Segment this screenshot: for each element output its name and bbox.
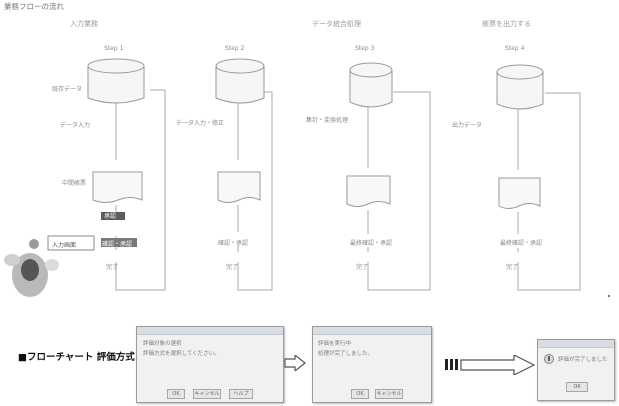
column-4-side-label: 出力データ bbox=[452, 120, 482, 129]
document-shape-4 bbox=[499, 178, 540, 209]
column-3-subheader: Step 3 bbox=[355, 45, 374, 52]
column-2-end-label: 完了 bbox=[226, 262, 238, 271]
database-icon-2 bbox=[216, 59, 264, 103]
dialog-line-2: 評価方式を選択してください。 bbox=[143, 349, 220, 357]
dialog-titlebar bbox=[137, 327, 283, 335]
database-icon-3 bbox=[350, 63, 392, 107]
dialog-line-1: 評価が完了しました bbox=[558, 355, 608, 363]
dialog-evaluation-select: 評価対象の選択 評価方式を選択してください。 OK キャンセル ヘルプ bbox=[136, 326, 284, 403]
column-4-end-label: 完了 bbox=[506, 262, 518, 271]
column-1-header: 入力業務 bbox=[70, 19, 98, 29]
column-3-header: データ統合処理 bbox=[312, 19, 361, 29]
column-2-side-label: データ入力・修正 bbox=[176, 118, 224, 127]
cancel-button[interactable]: キャンセル bbox=[193, 389, 221, 399]
column-1-process-label: 確認・承認 bbox=[102, 239, 132, 248]
column-1-db-label: 既存データ bbox=[52, 84, 82, 93]
cancel-button[interactable]: キャンセル bbox=[375, 389, 403, 399]
column-4-subheader: Step 4 bbox=[505, 45, 524, 52]
ok-button[interactable]: OK bbox=[167, 389, 185, 399]
input-screen-label: 入力画面 bbox=[52, 240, 76, 249]
flowchart-evaluation-label: ■フローチャート 評価方式 bbox=[18, 349, 135, 363]
ok-button[interactable]: OK bbox=[566, 382, 588, 392]
column-3-process-label: 最終確認・承認 bbox=[350, 238, 392, 247]
ok-button[interactable]: OK bbox=[351, 389, 369, 399]
dialog-titlebar bbox=[538, 340, 614, 348]
column-1-doc-label: 中間帳票 bbox=[62, 178, 86, 187]
large-right-arrow-icon bbox=[444, 355, 536, 375]
column-4-header: 帳票を出力する bbox=[482, 19, 531, 29]
database-icon-4 bbox=[497, 65, 543, 109]
dialog-evaluation-running: 評価を実行中 処理が完了しました。 OK キャンセル bbox=[312, 326, 432, 403]
column-3-end-label: 完了 bbox=[356, 262, 368, 271]
column-1-side-label: データ入力 bbox=[60, 120, 90, 129]
document-shape-3 bbox=[347, 176, 390, 207]
column-2-subheader: Step 2 bbox=[225, 45, 244, 52]
dialog-line-1: 評価を実行中 bbox=[318, 339, 351, 347]
info-icon bbox=[544, 353, 554, 365]
document-shape-1 bbox=[93, 172, 142, 203]
document-shape-2 bbox=[218, 172, 260, 203]
column-1-subheader: Step 1 bbox=[104, 45, 123, 52]
dialog-evaluation-complete: 評価が完了しました OK bbox=[537, 339, 615, 401]
column-3-side-label: 集計・変換処理 bbox=[306, 115, 348, 124]
dialog-line-2: 処理が完了しました。 bbox=[318, 349, 373, 357]
column-2-process-label: 確認・承認 bbox=[218, 238, 248, 247]
dialog-titlebar bbox=[313, 327, 431, 335]
left-highlight-label: 承認 bbox=[104, 211, 116, 220]
dialog-line-1: 評価対象の選択 bbox=[143, 339, 182, 347]
database-icon-1 bbox=[88, 59, 144, 103]
column-1-end-label: 完了 bbox=[106, 262, 118, 271]
flow-diagram bbox=[0, 0, 619, 300]
right-arrow-icon bbox=[284, 355, 306, 371]
column-4-process-label: 最終確認・承認 bbox=[500, 238, 542, 247]
help-button[interactable]: ヘルプ bbox=[229, 389, 253, 399]
